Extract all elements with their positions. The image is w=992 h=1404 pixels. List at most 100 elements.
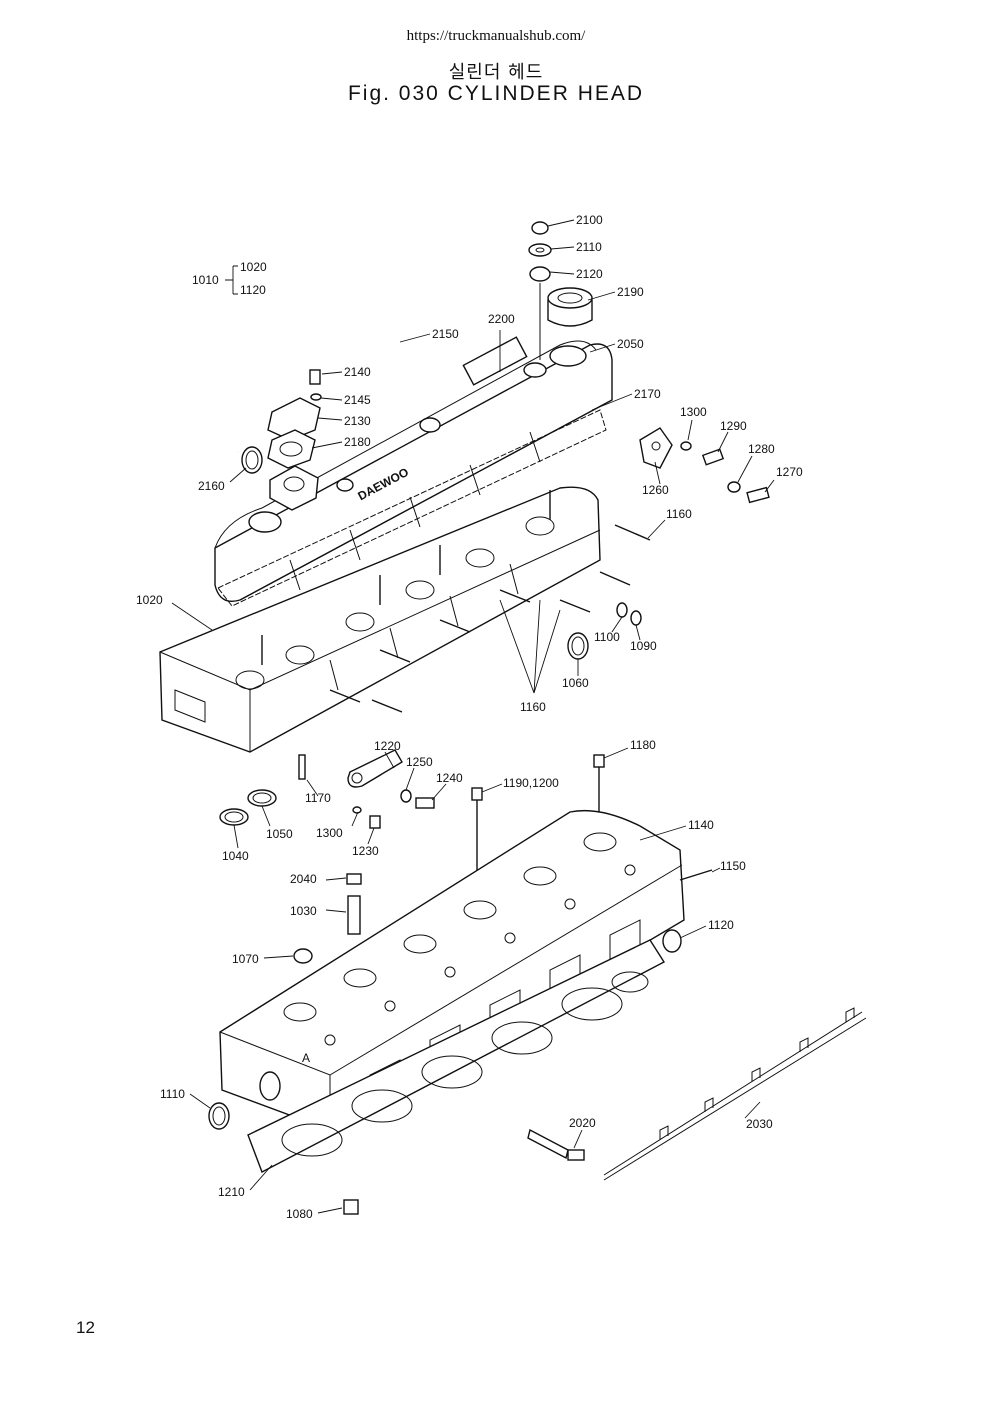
connector-wire-2030	[603, 1007, 867, 1181]
valve-ports	[283, 832, 636, 1046]
label-2160: 2160	[198, 479, 225, 493]
plug-1070	[293, 948, 313, 964]
breather-body	[269, 465, 319, 511]
label-1100: 1100	[594, 630, 620, 644]
glow-plug-2020	[527, 1128, 585, 1161]
label-1160-lower: 1160	[520, 700, 546, 714]
head-gasket-1210	[247, 939, 665, 1173]
lifting-eye-1220	[347, 749, 403, 788]
name-plate-2200	[462, 336, 528, 386]
label-1140: 1140	[688, 818, 714, 832]
nut-2100	[531, 221, 549, 235]
label-1150: 1150	[720, 859, 746, 873]
label-1120: 1120	[708, 918, 734, 932]
part-labels: 2100 2110 2120 2190 1010 1020 1120 2150 …	[136, 213, 803, 1221]
label-1070: 1070	[232, 952, 259, 966]
bracket-1260	[639, 427, 673, 469]
label-1300-lower: 1300	[316, 826, 343, 840]
page-number: 12	[76, 1318, 95, 1337]
label-1250: 1250	[406, 755, 433, 769]
label-1280: 1280	[748, 442, 775, 456]
washer-2110	[528, 243, 552, 257]
nozzle-sleeve-2040	[346, 873, 362, 885]
label-1120-group: 1120	[240, 283, 266, 297]
washer-1300b	[352, 806, 362, 814]
label-1240: 1240	[436, 771, 463, 785]
label-2100: 2100	[576, 213, 603, 227]
washer-1280	[727, 481, 741, 493]
label-2200: 2200	[488, 312, 515, 326]
cylinder-head-1140	[219, 809, 685, 1131]
pin-1170	[298, 754, 306, 780]
seal-1060	[567, 632, 589, 660]
label-1300-upper: 1300	[680, 405, 707, 419]
korean-title: 실린더 헤드	[448, 62, 544, 83]
label-1040: 1040	[222, 849, 249, 863]
label-2170: 2170	[634, 387, 661, 401]
label-1230: 1230	[352, 844, 379, 858]
label-1180: 1180	[630, 738, 656, 752]
hose-clamp-2160	[241, 446, 263, 474]
label-1060: 1060	[562, 676, 589, 690]
label-1220: 1220	[374, 739, 401, 753]
bolt-1290	[701, 448, 725, 466]
label-2050: 2050	[617, 337, 644, 351]
label-2120: 2120	[576, 267, 603, 281]
bolt-1230	[369, 815, 381, 829]
washer-1300	[680, 441, 692, 451]
stud-1150	[679, 869, 713, 881]
label-1210: 1210	[218, 1185, 245, 1199]
label-2020: 2020	[569, 1116, 596, 1130]
nut-1090	[630, 610, 642, 626]
label-2040: 2040	[290, 872, 317, 886]
breather-hose-2150	[193, 298, 403, 455]
label-1170: 1170	[305, 791, 331, 805]
oil-filler-cap-2190	[547, 287, 593, 327]
label-2130: 2130	[344, 414, 371, 428]
gasket-1100	[616, 602, 628, 618]
washer-2145	[310, 393, 322, 401]
figure-title: Fig. 030 CYLINDER HEAD	[347, 82, 645, 105]
source-url: https://truckmanualshub.com/	[406, 28, 586, 44]
cylinder-head-1020	[159, 486, 601, 753]
sleeve-1030	[347, 895, 361, 935]
washer-1250	[400, 789, 412, 803]
rocker-cover-2050: DAEWOO	[214, 336, 613, 603]
label-2190: 2190	[617, 285, 644, 299]
label-1020: 1020	[136, 593, 163, 607]
label-2145: 2145	[344, 393, 371, 407]
seal-1050	[247, 789, 277, 807]
label-1030: 1030	[290, 904, 317, 918]
label-1110: 1110	[160, 1087, 185, 1101]
label-1190-1200: 1190,1200	[503, 776, 559, 790]
plug-1110	[208, 1102, 230, 1130]
label-1260: 1260	[642, 483, 669, 497]
studs-1160	[261, 490, 651, 713]
bolt-1270	[746, 486, 770, 504]
label-1050: 1050	[266, 827, 293, 841]
bolt-1240	[415, 797, 435, 809]
label-2150: 2150	[432, 327, 459, 341]
plug-1120	[662, 929, 682, 953]
label-1020-group: 1020	[240, 260, 267, 274]
label-1080: 1080	[286, 1207, 313, 1221]
label-2110: 2110	[576, 240, 602, 254]
label-2030: 2030	[746, 1117, 773, 1131]
label-1010: 1010	[192, 273, 219, 287]
breather-cover-2130	[267, 397, 321, 441]
cover-gasket-2170	[217, 409, 607, 607]
dowel-1080	[343, 1199, 359, 1215]
bolt-2140	[309, 369, 321, 385]
breather-gasket-2180	[267, 429, 316, 469]
label-a: A	[302, 1051, 310, 1065]
rubber-2120	[529, 266, 551, 282]
leader-lines	[171, 219, 775, 1214]
label-1290: 1290	[720, 419, 747, 433]
head-bolt-1180	[593, 754, 605, 815]
label-1160-upper: 1160	[666, 507, 692, 521]
label-2140: 2140	[344, 365, 371, 379]
label-1270: 1270	[776, 465, 803, 479]
label-1090: 1090	[630, 639, 657, 653]
label-2180: 2180	[344, 435, 371, 449]
